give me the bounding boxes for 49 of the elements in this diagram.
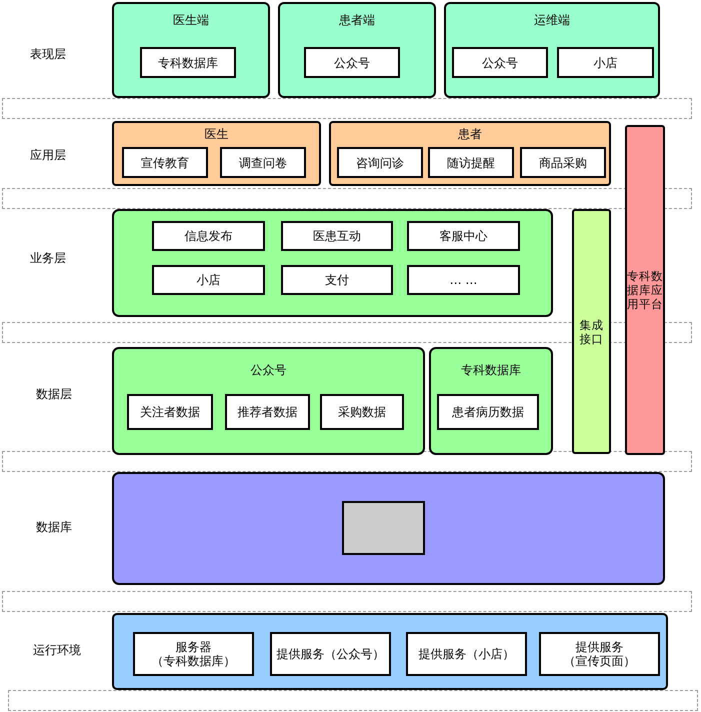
module-box: … … — [407, 265, 520, 295]
group-title: 运维端 — [534, 13, 570, 27]
runtime-panel — [112, 613, 668, 690]
platform-bar: 专科数据库应用平台 — [625, 125, 665, 455]
layer-label: 应用层 — [30, 148, 66, 162]
module-box: 调查问卷 — [220, 147, 306, 178]
database-panel — [112, 472, 665, 585]
placeholder-box — [342, 501, 425, 555]
module-box: 医患互动 — [281, 221, 393, 251]
module-box: 随访提醒 — [428, 147, 514, 178]
module-box: 采购数据 — [320, 394, 404, 430]
layer-label: 表现层 — [30, 47, 66, 61]
layer-label: 业务层 — [30, 251, 66, 265]
role-panel — [112, 121, 321, 186]
module-box: 客服中心 — [407, 221, 520, 251]
business-panel — [112, 209, 553, 317]
module-box: 小店 — [557, 47, 654, 78]
service-box: 提供服务（宣传页面） — [539, 632, 660, 676]
client-panel — [444, 2, 660, 98]
module-box: 小店 — [152, 265, 265, 295]
data-panel — [429, 347, 553, 455]
module-box: 关注者数据 — [127, 394, 213, 430]
group-title: 公众号 — [250, 363, 286, 377]
layer-label: 数据层 — [36, 387, 72, 401]
module-box: 信息发布 — [152, 221, 265, 251]
client-panel — [278, 2, 436, 98]
group-title: 患者端 — [339, 13, 375, 27]
role-panel — [329, 121, 611, 186]
group-title: 医生端 — [173, 13, 209, 27]
module-box: 公众号 — [304, 47, 400, 78]
service-box: 提供服务（小店） — [406, 632, 527, 676]
group-title: 患者 — [458, 127, 482, 141]
module-box: 公众号 — [452, 47, 548, 78]
service-box: 提供服务（公众号） — [270, 632, 391, 676]
module-box: 患者病历数据 — [437, 394, 539, 430]
data-panel — [112, 347, 425, 455]
module-box: 宣传教育 — [122, 147, 208, 178]
module-box: 推荐者数据 — [225, 394, 310, 430]
group-title: 医生 — [204, 127, 228, 141]
client-panel — [112, 2, 270, 98]
layer-label: 运行环境 — [33, 643, 81, 657]
module-box: 商品采购 — [520, 147, 606, 178]
service-box: 服务器（专科数据库） — [133, 632, 254, 676]
module-box: 咨询问诊 — [337, 147, 423, 178]
interface-bar: 集成接口 — [572, 209, 611, 454]
group-title: 专科数据库 — [461, 363, 521, 377]
module-box: 支付 — [281, 265, 393, 295]
module-box: 专科数据库 — [140, 47, 236, 78]
layer-label: 数据库 — [36, 520, 72, 534]
